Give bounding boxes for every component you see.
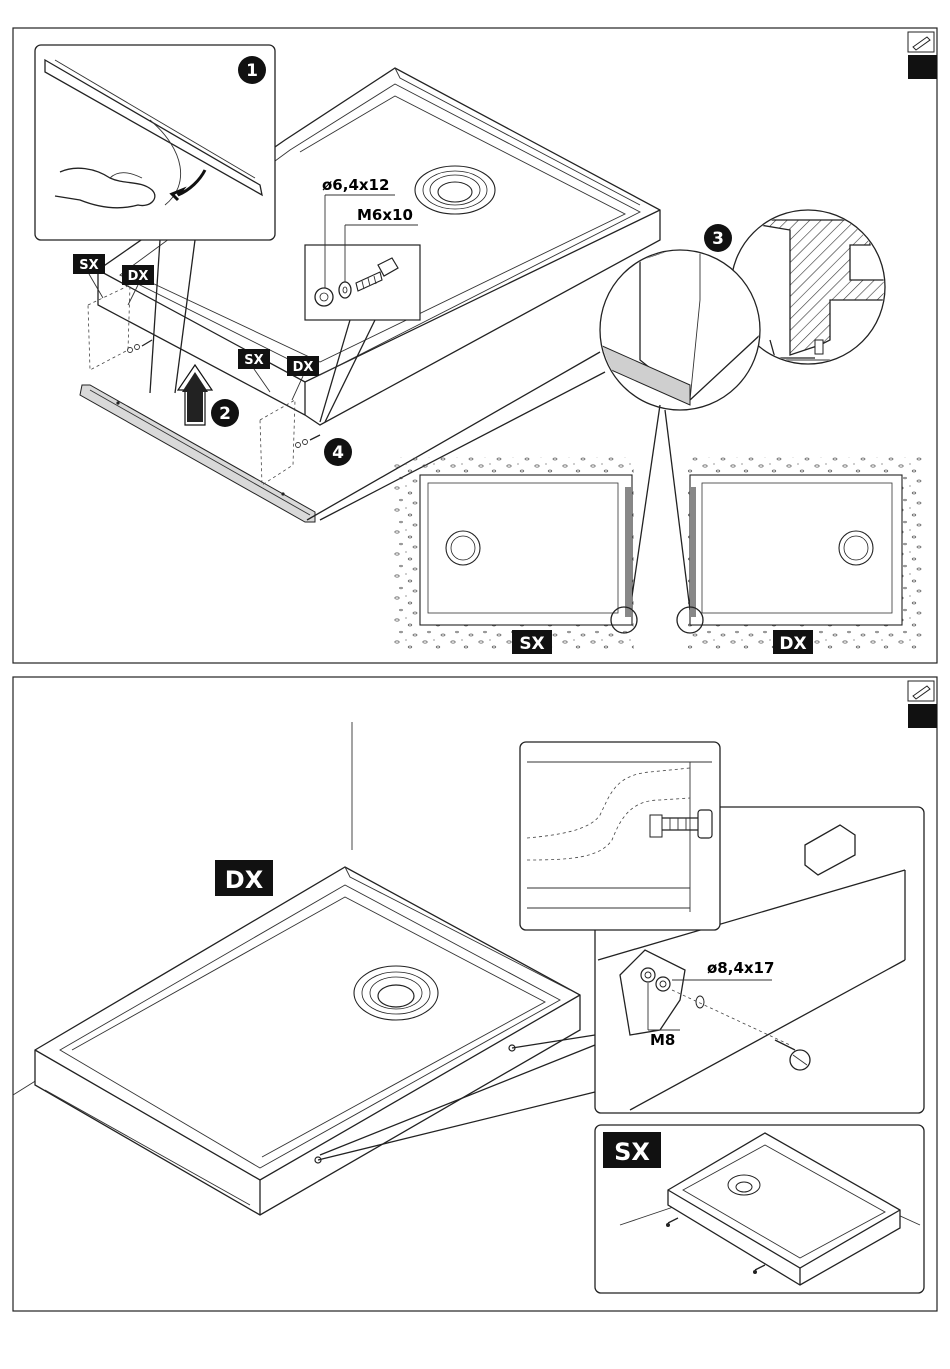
dx-label-big: DX xyxy=(225,866,264,894)
pencil-icon xyxy=(908,32,934,52)
step-2-badge: 2 xyxy=(219,404,231,424)
top-panel: 1 2 SX xyxy=(13,28,937,663)
inset-step-1: 1 xyxy=(35,45,275,240)
plan-sx-label: SX xyxy=(519,634,544,654)
screw-size-label: M6x10 xyxy=(357,206,413,224)
closeup-inset xyxy=(520,742,720,930)
black-tab-marker xyxy=(908,55,937,79)
washer-8-label: ø8,4x17 xyxy=(707,959,774,977)
up-arrow-icon xyxy=(178,365,212,425)
step-1-badge: 1 xyxy=(246,61,258,81)
step-3-badge: 3 xyxy=(712,229,724,249)
black-tab-marker xyxy=(908,704,937,728)
shower-tray-dx xyxy=(35,867,580,1215)
toothed-washer-icon xyxy=(315,288,333,306)
small-screws-left xyxy=(128,340,153,353)
svg-text:DX: DX xyxy=(128,269,149,284)
plan-view-dx: DX xyxy=(677,457,924,654)
step-4-badge: 4 xyxy=(332,443,344,463)
small-screws-right xyxy=(296,435,321,448)
washer-size-label: ø6,4x12 xyxy=(322,176,389,194)
drain-top xyxy=(415,166,495,214)
plan-dx-label: DX xyxy=(779,634,806,654)
bottom-panel: DX ø8,4x17 xyxy=(13,677,937,1311)
sx-label-big: SX xyxy=(614,1138,650,1166)
flat-washer-icon xyxy=(339,282,351,298)
plan-view-sx: SX xyxy=(392,457,637,654)
nut-m8-label: M8 xyxy=(650,1031,675,1049)
pencil-icon xyxy=(908,681,934,701)
sx-variant-box: SX xyxy=(595,1125,924,1293)
drain-dx xyxy=(354,966,438,1020)
svg-text:SX: SX xyxy=(79,258,98,273)
svg-text:SX: SX xyxy=(244,353,263,368)
svg-text:DX: DX xyxy=(293,360,314,375)
